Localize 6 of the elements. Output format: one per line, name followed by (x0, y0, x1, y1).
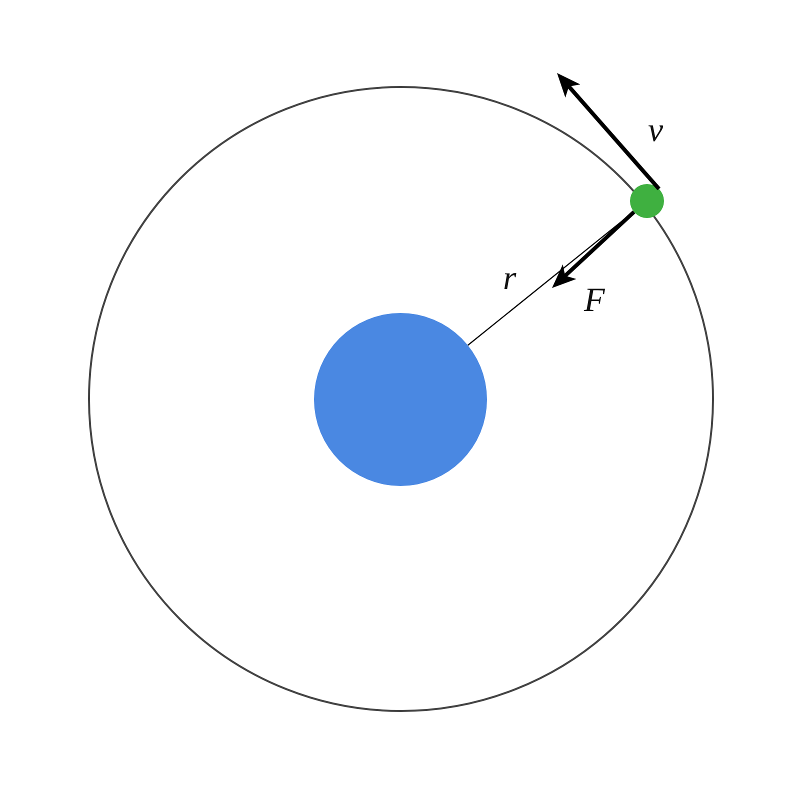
arrow (557, 73, 661, 190)
edge-label: F⃗ (584, 284, 632, 318)
edge-label: v (648, 114, 664, 148)
arrow (552, 210, 636, 288)
edge-label: r (503, 262, 516, 296)
satellite-dot (630, 184, 664, 218)
